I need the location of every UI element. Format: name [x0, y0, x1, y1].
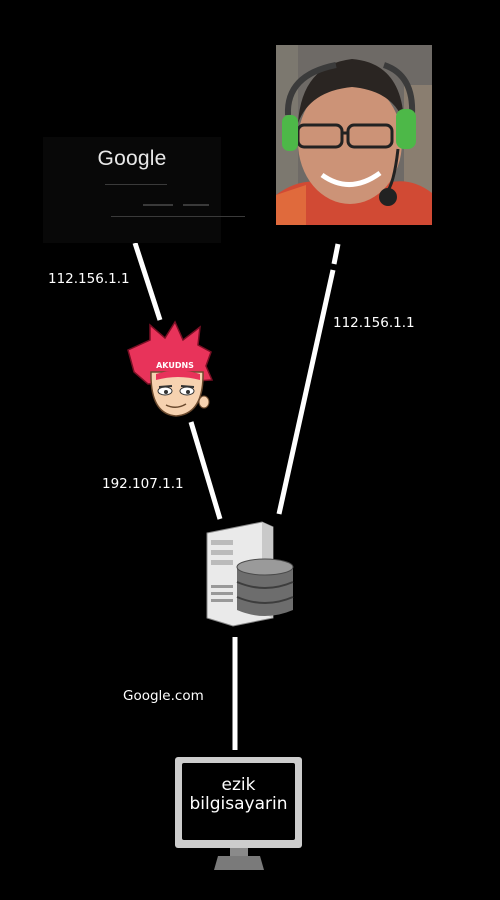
edge-line-webcam-server — [276, 269, 336, 515]
dns-badge-text: AKUDNS — [156, 361, 194, 370]
footer-line — [111, 216, 245, 217]
edge-line-webcam-server-top — [331, 243, 341, 265]
server-database-icon — [206, 521, 294, 627]
monitor-stand-icon — [214, 848, 264, 870]
edge-line-dns-server — [188, 421, 223, 520]
webcam-photo — [276, 45, 432, 225]
google-logo: Google — [97, 147, 167, 170]
edge-line-google-dns — [132, 242, 163, 321]
monitor-screen — [182, 763, 295, 840]
edge-label-webcam-server: 112.156.1.1 — [333, 315, 415, 331]
search-bar-line — [105, 184, 167, 185]
button-line — [143, 204, 173, 206]
computer-node-label: ezik bilgisayarin — [182, 776, 295, 814]
edge-label-dns-server: 192.107.1.1 — [102, 476, 184, 492]
edge-label-server-computer: Google.com — [123, 688, 204, 704]
button-line — [183, 204, 209, 206]
edge-label-google-dns: 112.156.1.1 — [48, 271, 130, 287]
google-screenshot-node: Google — [43, 137, 245, 243]
dns-mascot-icon — [127, 320, 214, 417]
computer-label-line-2: bilgisayarin — [189, 794, 288, 814]
person-with-headset-icon — [276, 45, 432, 225]
computer-label-line-1: ezik — [221, 775, 256, 795]
